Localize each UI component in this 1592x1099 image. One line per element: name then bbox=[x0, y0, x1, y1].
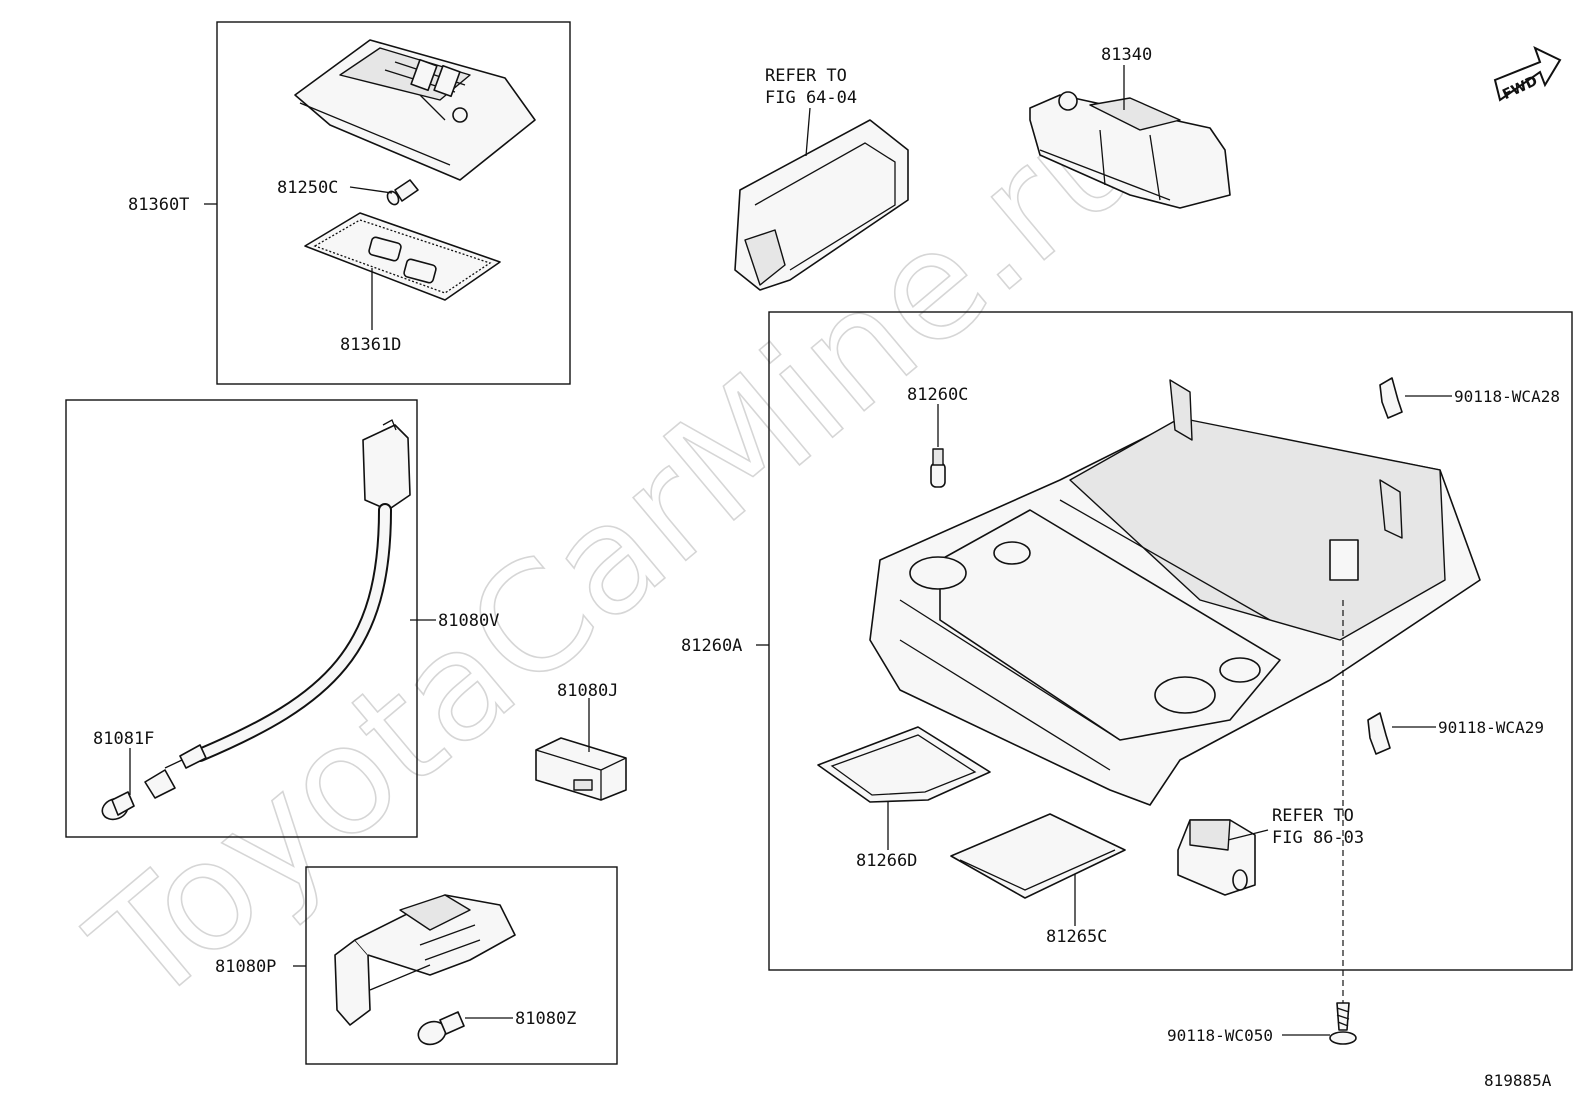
label-81260A: 81260A bbox=[681, 636, 742, 656]
referenced-part-fig-64-04-drawing bbox=[734, 107, 909, 291]
label-81250C: 81250C bbox=[277, 178, 338, 198]
label-81265C: 81265C bbox=[1046, 927, 1107, 947]
cover-81265C-drawing bbox=[950, 813, 1126, 926]
label-90118-WCA29: 90118-WCA29 bbox=[1438, 718, 1544, 737]
fwd-arrow-icon: FWD bbox=[1493, 46, 1562, 103]
referenced-switch-fig-86-03-drawing bbox=[1177, 819, 1269, 896]
label-81360T: 81360T bbox=[128, 195, 189, 215]
socket-81080P-drawing bbox=[334, 894, 516, 1026]
label-90118-WC050: 90118-WC050 bbox=[1167, 1026, 1273, 1045]
map-lamp-assembly-drawing bbox=[294, 39, 536, 181]
refer-text-2-line2: FIG 86-03 bbox=[1272, 828, 1364, 848]
lens-81361D-drawing bbox=[304, 212, 501, 330]
label-81080P: 81080P bbox=[215, 957, 276, 977]
bulb-81081F-drawing bbox=[101, 769, 176, 821]
label-81340: 81340 bbox=[1101, 45, 1152, 65]
bulb-81260C-drawing bbox=[930, 404, 946, 488]
figure-number: 819885A bbox=[1484, 1071, 1552, 1090]
label-81080V: 81080V bbox=[438, 611, 499, 631]
bulb-81080Z-drawing bbox=[417, 1011, 513, 1046]
overhead-console-81260A-drawing bbox=[869, 379, 1481, 806]
lamp-81340-drawing bbox=[1029, 65, 1231, 209]
group-box-81260A bbox=[768, 311, 1573, 971]
bulb-81250C-drawing bbox=[349, 179, 419, 206]
refer-text-1-line2: FIG 64-04 bbox=[765, 88, 857, 108]
label-81080J: 81080J bbox=[557, 681, 618, 701]
label-81081F: 81081F bbox=[93, 729, 154, 749]
refer-text-2-line1: REFER TO bbox=[1272, 806, 1354, 826]
label-81266D: 81266D bbox=[856, 851, 917, 871]
label-81080Z: 81080Z bbox=[515, 1009, 576, 1029]
wire-harness-81080V-drawing bbox=[164, 419, 411, 769]
lens-81266D-drawing bbox=[817, 726, 991, 850]
group-box-81360T bbox=[216, 21, 571, 385]
label-90118-WCA28: 90118-WCA28 bbox=[1454, 387, 1560, 406]
connector-81080J-drawing bbox=[535, 698, 627, 801]
screw-90118-WC050-drawing bbox=[1282, 1002, 1357, 1045]
clip-90118-WCA29-drawing bbox=[1367, 712, 1436, 755]
refer-text-1-line1: REFER TO bbox=[765, 66, 847, 86]
clip-90118-WCA28-drawing bbox=[1379, 377, 1452, 419]
label-81260C: 81260C bbox=[907, 385, 968, 405]
group-box-81080V bbox=[65, 399, 418, 838]
label-81361D: 81361D bbox=[340, 335, 401, 355]
